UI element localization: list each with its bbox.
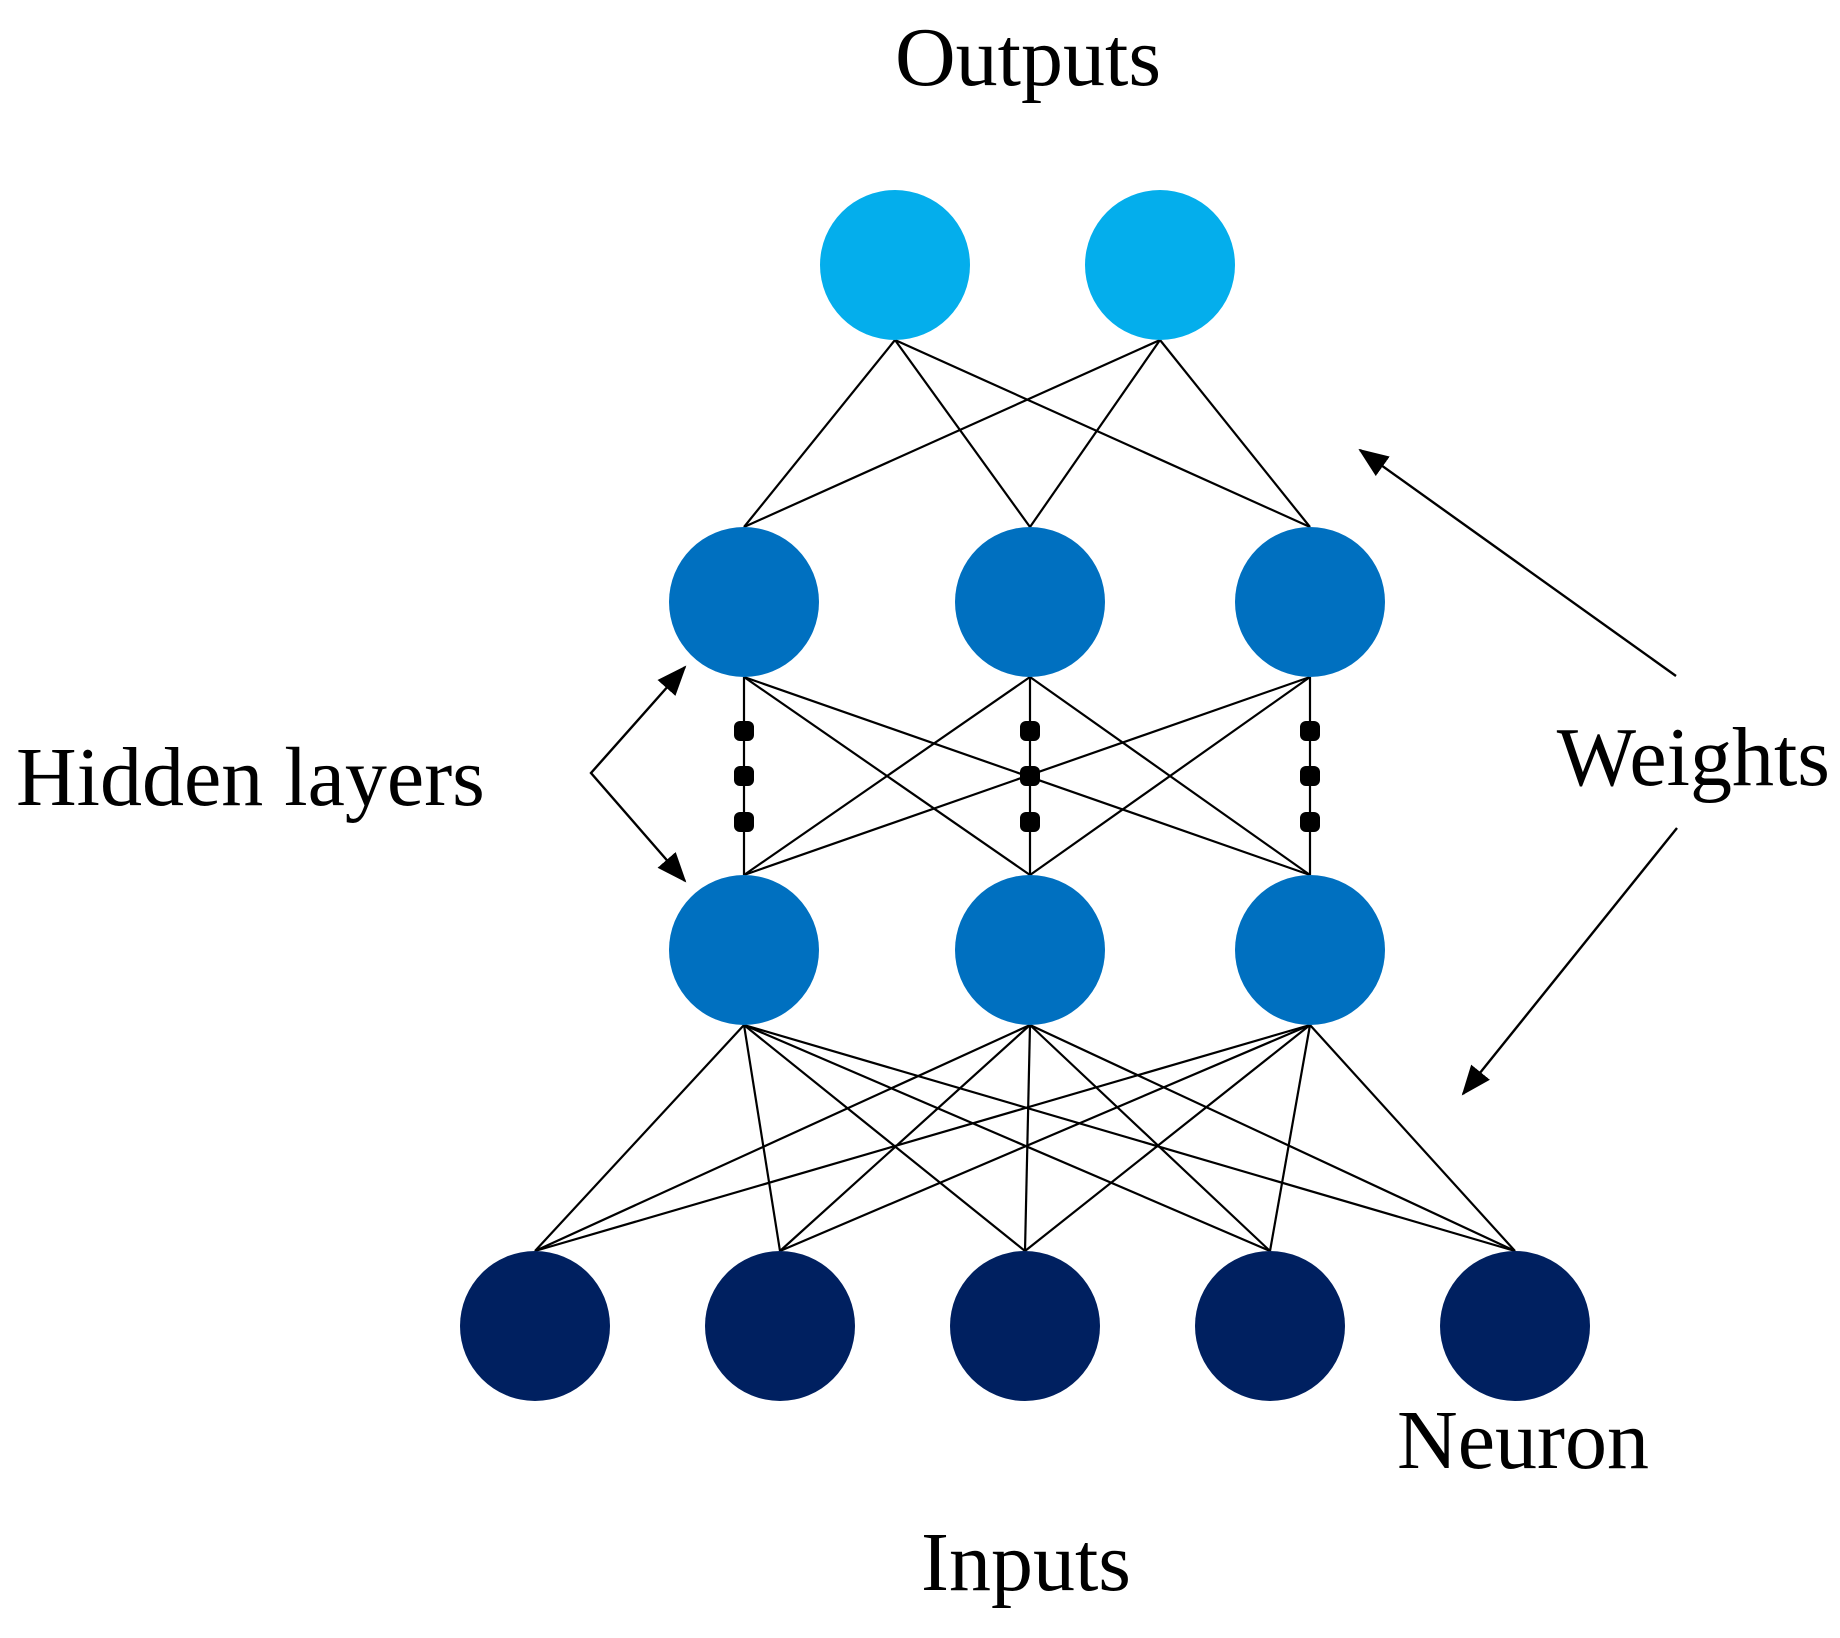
- neurons: [460, 190, 1590, 1401]
- inputs-label: Inputs: [921, 1516, 1131, 1609]
- input-neuron: [705, 1251, 855, 1401]
- hidden-neuron-bottom: [669, 875, 819, 1025]
- weight-edge-hidden-input: [743, 1023, 1271, 1253]
- neuron-label: Neuron: [1397, 1394, 1649, 1487]
- weight-edge-hidden-input: [742, 1024, 782, 1252]
- weight-edge-hidden-input: [1309, 1024, 1516, 1252]
- input-neuron: [950, 1251, 1100, 1401]
- weight-edge-hidden-input: [1029, 1024, 1271, 1252]
- hidden-neuron-top: [955, 527, 1105, 677]
- weight-edge-hidden-input: [1024, 1024, 1311, 1252]
- hidden-neuron-top: [1235, 527, 1385, 677]
- input-neuron: [1440, 1251, 1590, 1401]
- weight-edge-hidden-hidden: [1029, 676, 1311, 876]
- ellipsis-dot: [734, 812, 754, 832]
- output-neuron: [820, 190, 970, 340]
- hidden-layers-label: Hidden layers: [16, 731, 485, 824]
- weight-edge-output-hidden: [1159, 339, 1311, 528]
- ellipsis-dot: [1300, 812, 1320, 832]
- weight-edge-hidden-hidden: [743, 676, 1031, 876]
- weights-arrow-up: [1358, 448, 1677, 677]
- hidden-layers-arrow: [589, 665, 687, 883]
- weight-edge-hidden-input: [779, 1023, 1311, 1253]
- weight-edge-output-hidden: [743, 339, 896, 528]
- input-neuron: [460, 1251, 610, 1401]
- hidden-neuron-bottom: [1235, 875, 1385, 1025]
- ellipsis-dot: [734, 766, 754, 786]
- weights-label: Weights: [1557, 711, 1830, 804]
- ellipsis-dot: [1020, 721, 1040, 741]
- ellipsis-dot: [1300, 766, 1320, 786]
- ellipsis-dot: [1300, 721, 1320, 741]
- hidden-neuron-bottom: [955, 875, 1105, 1025]
- hidden-layer-ellipsis: [734, 721, 1320, 832]
- outputs-label: Outputs: [895, 11, 1161, 104]
- weight-edge-hidden-input: [1023, 1024, 1032, 1252]
- weight-edge-hidden-input: [1268, 1024, 1312, 1252]
- hidden-neuron-top: [669, 527, 819, 677]
- ellipsis-dot: [1020, 766, 1040, 786]
- weight-edge-output-hidden: [1029, 339, 1161, 528]
- weight-edge-hidden-input: [534, 1024, 745, 1252]
- weight-edge-output-hidden: [743, 338, 1161, 529]
- ellipsis-dot: [1020, 812, 1040, 832]
- weight-edge-hidden-input: [743, 1023, 1516, 1253]
- input-neuron: [1195, 1251, 1345, 1401]
- weight-edge-hidden-input: [1029, 1024, 1516, 1252]
- weight-edge-output-hidden: [894, 339, 1031, 528]
- weight-edge-hidden-input: [534, 1023, 1311, 1253]
- weight-edge-hidden-input: [779, 1024, 1031, 1252]
- weight-connections: [534, 338, 1516, 1253]
- weight-edge-hidden-input: [743, 1024, 1026, 1252]
- ellipsis-dot: [734, 721, 754, 741]
- weight-edge-hidden-input: [534, 1023, 1031, 1253]
- weight-edge-output-hidden: [894, 338, 1311, 529]
- output-neuron: [1085, 190, 1235, 340]
- weights-arrow-down: [1461, 827, 1678, 1096]
